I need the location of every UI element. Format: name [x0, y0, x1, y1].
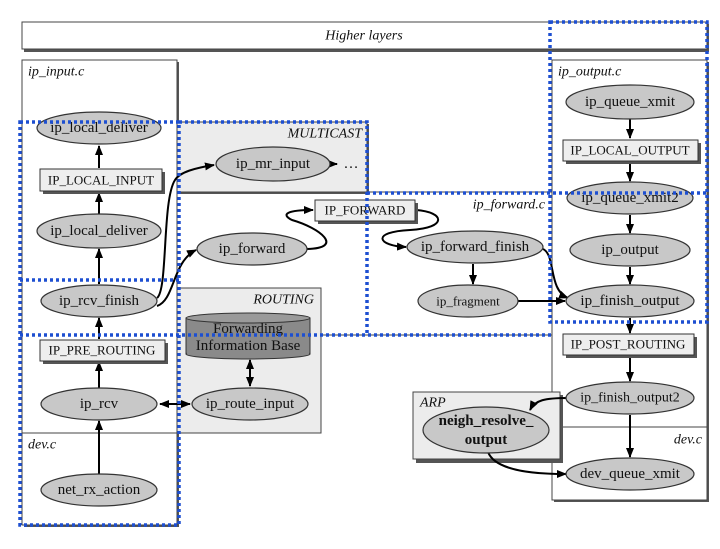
node-label: net_rx_action: [58, 482, 141, 498]
hook-ip-post-routing: IP_POST_ROUTING: [562, 333, 697, 358]
node-neigh-resolve-output: neigh_resolve_ output: [422, 406, 550, 454]
hook-ip-local-input: IP_LOCAL_INPUT: [39, 168, 165, 194]
node-label: ip_rcv_finish: [59, 293, 139, 309]
node-label: dev_queue_xmit: [580, 466, 681, 482]
arp-label: ARP: [419, 396, 446, 411]
node-ip-finish-output: ip_finish_output: [565, 284, 695, 318]
node-net-rx-action: net_rx_action: [40, 473, 158, 507]
node-label: ip_local_deliver: [50, 223, 147, 239]
node-label: ip_rcv: [80, 396, 119, 412]
hook-label: IP_LOCAL_OUTPUT: [570, 143, 689, 158]
higher-layers-box: Higher layers: [21, 21, 709, 52]
hook-label: IP_POST_ROUTING: [571, 337, 686, 352]
node-ip-forward-finish: ip_forward_finish: [406, 230, 544, 264]
node-ip-route-input: ip_route_input: [191, 387, 309, 421]
node-dev-queue-xmit: dev_queue_xmit: [565, 457, 695, 491]
edge-neigh-to-dev-queue-xmit: [487, 451, 567, 478]
ip-output-label: ip_output.c: [558, 65, 622, 80]
edge-rcv-finish-to-forward: [156, 249, 197, 307]
highlight-input-path: [18, 120, 181, 527]
highlight-output-path: [548, 20, 709, 324]
highlight-regions: [18, 20, 709, 527]
node-ip-rcv: ip_rcv: [40, 387, 158, 421]
edge-forward-finish-to-finish-output: [542, 248, 569, 299]
node-label: ip_finish_output2: [580, 391, 680, 406]
node-ip-rcv-finish: ip_rcv_finish: [40, 284, 158, 318]
ellipsis-label: …: [344, 156, 359, 172]
highlight-multicast: [179, 120, 369, 335]
node-ip-fragment: ip_fragment: [417, 284, 519, 318]
hook-ip-local-output: IP_LOCAL_OUTPUT: [562, 139, 701, 164]
node-ip-forward: ip_forward: [196, 232, 308, 266]
node-label: ip_mr_input: [236, 156, 311, 172]
hook-label: IP_PRE_ROUTING: [49, 343, 156, 358]
node-label: ip_queue_xmit2: [581, 190, 679, 206]
fib-line1: Forwarding: [213, 321, 283, 337]
node-label: ip_output: [601, 242, 659, 258]
node-label: ip_finish_output: [580, 293, 680, 309]
node-ip-mr-input: ip_mr_input: [215, 146, 331, 182]
hook-ip-forward: IP_FORWARD: [314, 199, 418, 224]
node-label: ip_forward_finish: [421, 239, 530, 255]
hooks: IP_LOCAL_INPUT IP_PRE_ROUTING IP_FORWARD…: [39, 139, 701, 364]
node-ip-queue-xmit2: ip_queue_xmit2: [566, 181, 694, 215]
routing-label: ROUTING: [252, 293, 314, 308]
edge-finish-output2-to-neigh: [529, 397, 569, 411]
node-label: ip_local_deliver: [50, 120, 147, 136]
node-label: neigh_resolve_: [439, 413, 534, 429]
fib-line2: Information Base: [196, 338, 301, 354]
ip-input-label: ip_input.c: [28, 65, 85, 80]
edge-hook-to-forward-finish: [381, 209, 440, 251]
node-label: ip_forward: [219, 241, 286, 257]
node-label: ip_queue_xmit: [585, 94, 676, 110]
multicast-label: MULTICAST: [287, 127, 364, 142]
node-ip-queue-xmit: ip_queue_xmit: [565, 84, 695, 120]
hook-label: IP_LOCAL_INPUT: [48, 173, 154, 188]
edge-rcv-finish-to-mr-input: [156, 162, 215, 299]
higher-layers-label: Higher layers: [324, 29, 403, 44]
dev-c-right-label: dev.c: [674, 433, 703, 448]
node-label: ip_fragment: [436, 294, 500, 309]
node-ip-local-deliver-top: ip_local_deliver: [36, 111, 162, 145]
node-ip-finish-output2: ip_finish_output2: [565, 381, 695, 415]
hook-ip-pre-routing: IP_PRE_ROUTING: [39, 339, 168, 364]
ip-forward-label: ip_forward.c: [473, 198, 546, 213]
node-label: output: [465, 432, 508, 448]
dev-c-left-label: dev.c: [28, 438, 57, 453]
node-ip-output: ip_output: [569, 233, 691, 267]
node-ip-local-deliver: ip_local_deliver: [36, 213, 162, 249]
nodes: ip_local_deliver ip_local_deliver ip_rcv…: [36, 84, 695, 507]
hook-label: IP_FORWARD: [325, 203, 406, 218]
node-label: ip_route_input: [206, 396, 295, 412]
edges: [95, 119, 634, 478]
edge-forward-to-hook: [285, 206, 328, 250]
